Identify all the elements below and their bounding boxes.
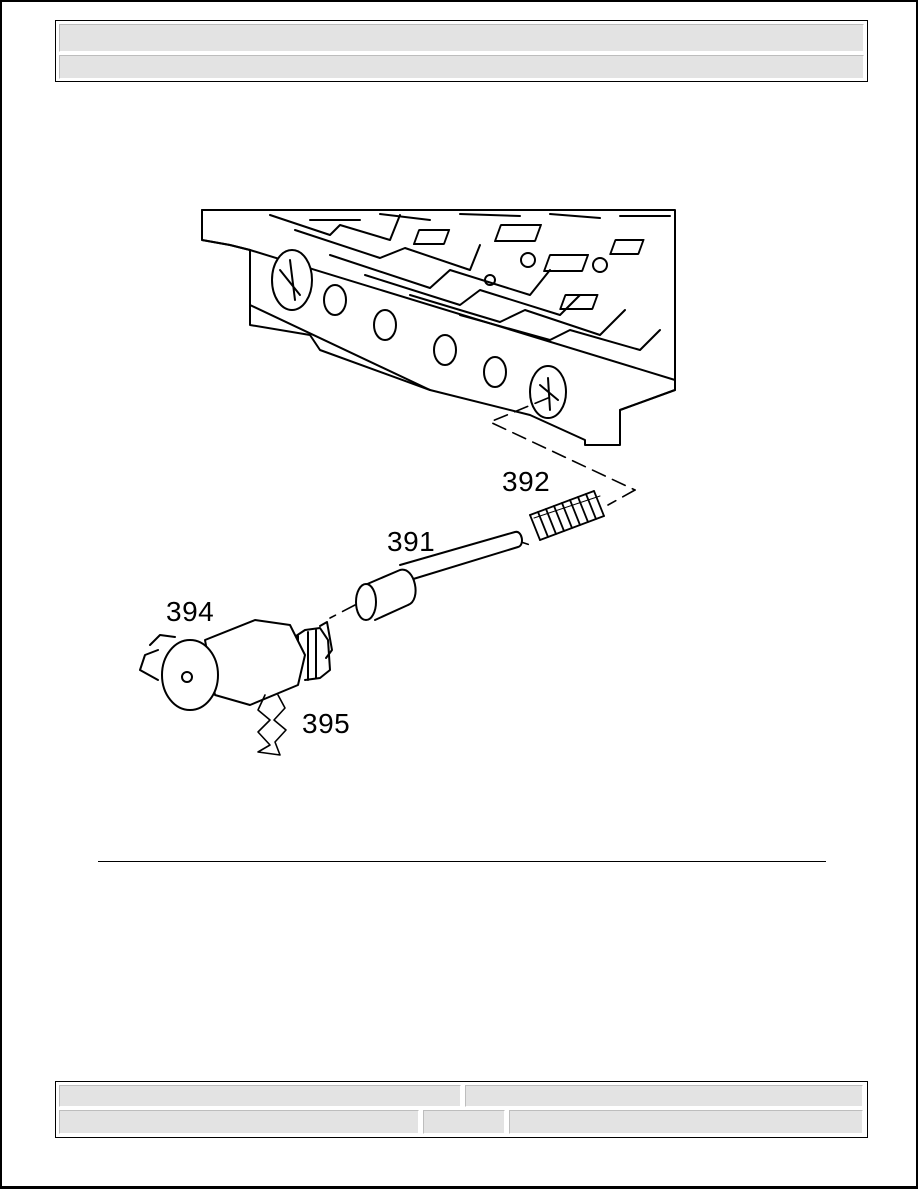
callout-391: 391 xyxy=(387,526,436,557)
valve-body xyxy=(201,209,676,446)
header-title-bar xyxy=(59,24,864,52)
footer-cell-bottom-left xyxy=(59,1110,419,1134)
exploded-view-illustration: 392 391 394 395 xyxy=(130,200,690,770)
footer-cell-right xyxy=(465,1085,863,1107)
footer-cell-bottom-mid xyxy=(423,1110,505,1134)
valve-391 xyxy=(355,530,523,621)
spring-392 xyxy=(529,490,605,541)
header-subtitle-bar xyxy=(59,55,864,79)
clip-395 xyxy=(257,694,287,756)
callout-392: 392 xyxy=(502,466,551,497)
solenoid-394 xyxy=(139,619,333,711)
footer-cell-left xyxy=(59,1085,461,1107)
valve-body-diagram xyxy=(139,209,676,756)
callout-394: 394 xyxy=(166,596,215,627)
section-divider xyxy=(98,861,826,862)
footer-table xyxy=(55,1081,868,1138)
footer-cell-bottom-right xyxy=(509,1110,863,1134)
header-table xyxy=(55,20,868,82)
callout-395: 395 xyxy=(302,708,351,739)
